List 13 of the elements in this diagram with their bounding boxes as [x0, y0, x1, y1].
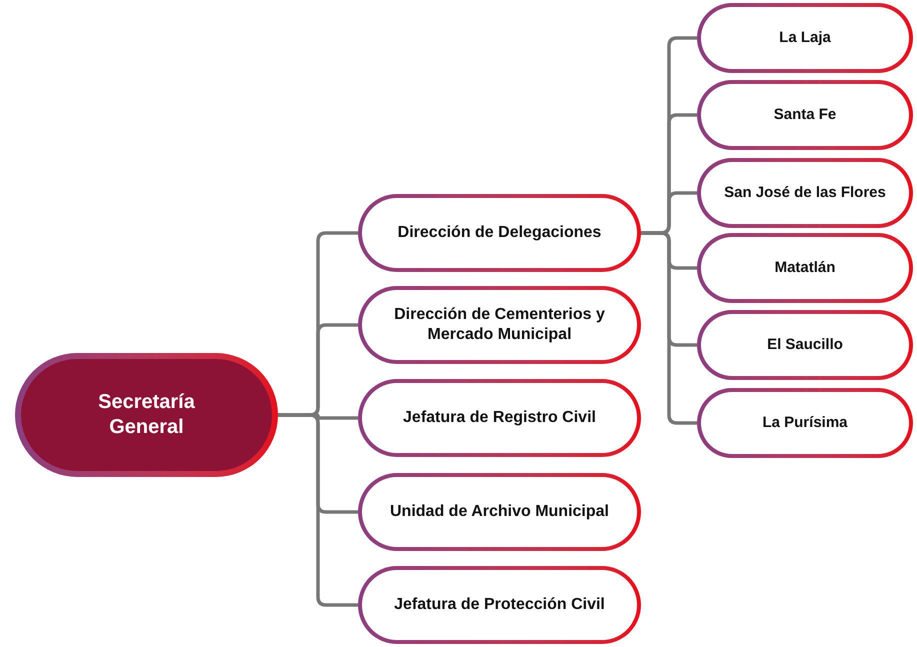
- box-label: Jefatura de Registro Civil: [402, 408, 597, 428]
- box-label: El Saucillo: [767, 336, 843, 354]
- box-label: Dirección de Cementerios y Mercado Municipal: [393, 305, 606, 345]
- box-label: San José de las Flores: [724, 184, 886, 202]
- box-label: Dirección de Delegaciones: [396, 223, 602, 243]
- connector-line: [278, 413, 358, 607]
- box-label: La Laja: [779, 28, 831, 48]
- box-label: Matatlán: [774, 258, 836, 278]
- box-label: Unidad de Archivo Municipal: [389, 502, 610, 522]
- box-label: Secretaría General: [97, 390, 196, 440]
- box-label: Jefatura de Protección Civil: [393, 595, 606, 615]
- box-label: La Purísima: [762, 414, 848, 432]
- box-label: Santa Fe: [774, 106, 836, 124]
